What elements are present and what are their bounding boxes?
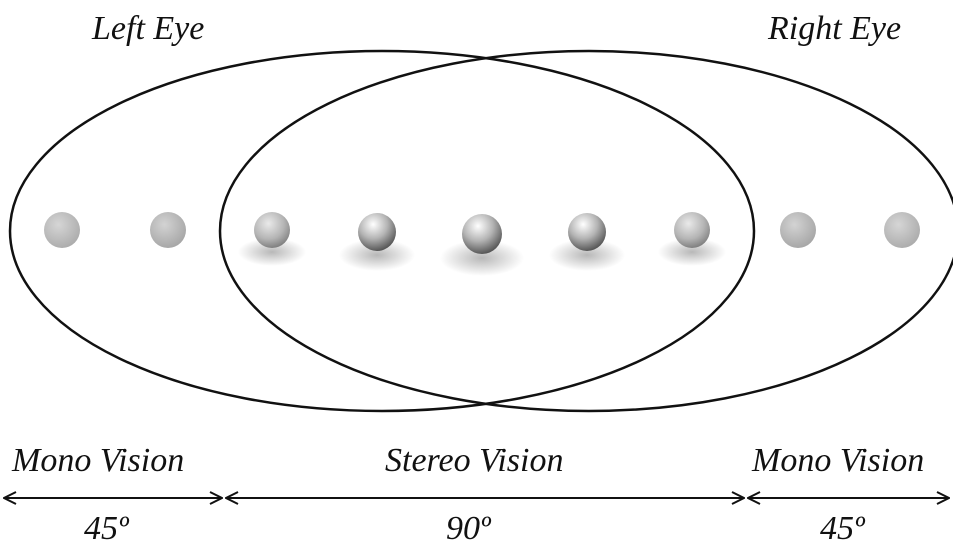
angle-right-label: 45º xyxy=(820,510,865,547)
right-eye-label: Right Eye xyxy=(768,10,902,47)
left-eye-label: Left Eye xyxy=(92,10,205,47)
sphere-6 xyxy=(568,213,606,251)
sphere-8 xyxy=(780,212,816,248)
sphere-4 xyxy=(358,213,396,251)
mono-vision-right-label: Mono Vision xyxy=(752,442,925,479)
right-eye-field xyxy=(218,49,953,413)
mono-vision-left-label: Mono Vision xyxy=(12,442,185,479)
sphere-shadows xyxy=(238,238,726,276)
sphere-1 xyxy=(44,212,80,248)
stereo-vision-label: Stereo Vision xyxy=(385,442,564,479)
sphere-5 xyxy=(462,214,502,254)
sphere-2 xyxy=(150,212,186,248)
spheres xyxy=(44,212,920,254)
angle-center-label: 90º xyxy=(446,510,491,547)
angle-left-label: 45º xyxy=(84,510,129,547)
sphere-7 xyxy=(674,212,710,248)
sphere-3 xyxy=(254,212,290,248)
left-eye-field xyxy=(8,49,756,413)
sphere-9 xyxy=(884,212,920,248)
